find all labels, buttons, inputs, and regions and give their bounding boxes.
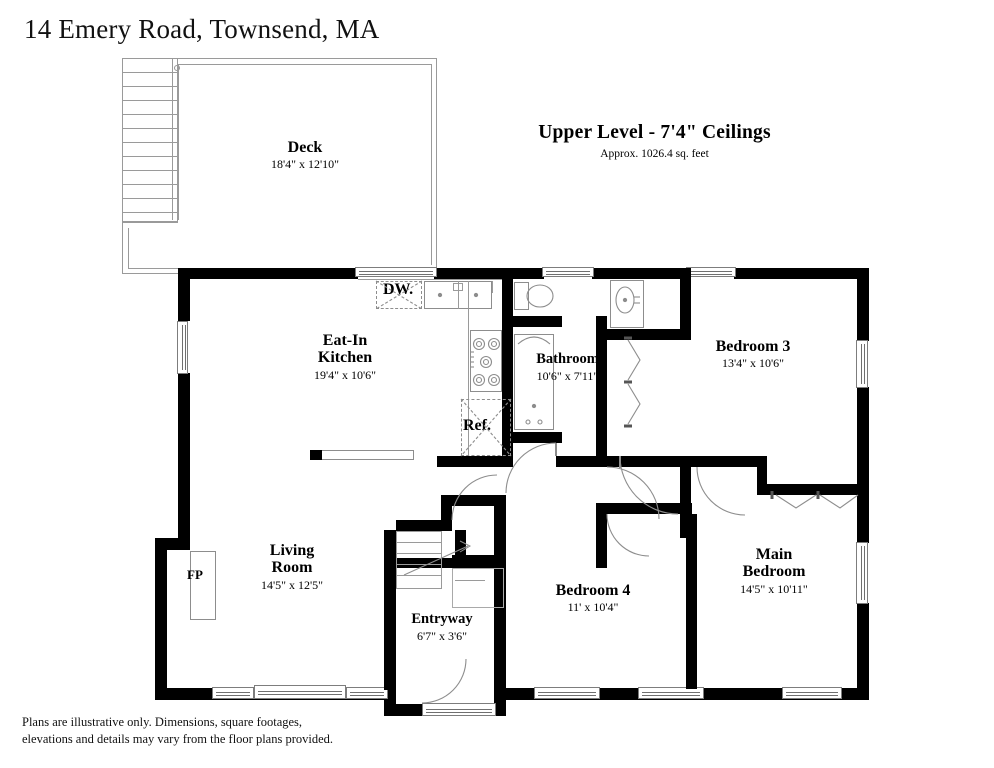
room-dimensions: 13'4" x 10'6" xyxy=(721,356,785,371)
level-heading: Upper Level - 7'4" Ceilings Approx. 1026… xyxy=(522,122,787,160)
room-dimensions: 14'5" x 10'11" xyxy=(740,581,808,596)
counter xyxy=(320,450,414,460)
window xyxy=(782,687,842,699)
window xyxy=(542,267,594,277)
level-subtitle: Approx. 1026.4 sq. feet xyxy=(600,148,709,160)
room-name: Entryway xyxy=(411,611,473,627)
window xyxy=(686,267,736,277)
room-name: Bathroom xyxy=(536,351,599,367)
room-dimensions: 14'5" x 12'5" xyxy=(260,577,324,592)
room-label-bathroom: Bathroom 10'6" x 7'11" xyxy=(505,351,630,383)
refrigerator-label: Ref. xyxy=(463,417,491,434)
room-label-deck: Deck 18'4" x 12'10" xyxy=(241,139,369,171)
stove xyxy=(470,330,502,392)
room-dimensions: 11' x 10'4" xyxy=(567,600,619,615)
window xyxy=(254,685,346,699)
room-name: Bedroom 4 xyxy=(555,582,631,599)
room-dimensions: 18'4" x 12'10" xyxy=(270,157,340,172)
room-dimensions: 6'7" x 3'6" xyxy=(416,628,468,643)
window xyxy=(355,267,437,277)
window xyxy=(177,321,188,374)
room-dimensions: 10'6" x 7'11" xyxy=(536,368,599,383)
level-title: Upper Level - 7'4" Ceilings xyxy=(538,122,771,143)
window xyxy=(212,687,254,699)
toilet-tank xyxy=(514,282,529,310)
disclaimer-line-2: elevations and details may vary from the… xyxy=(22,731,334,746)
dishwasher-label: DW. xyxy=(383,281,414,298)
room-name: Deck xyxy=(287,139,323,156)
room-name-line2: Bedroom xyxy=(742,563,806,581)
room-label-kitchen: Eat-In Kitchen 19'4" x 10'6" xyxy=(280,332,410,381)
room-label-entryway: Entryway 6'7" x 3'6" xyxy=(383,611,501,643)
disclaimer: Plans are illustrative only. Dimensions,… xyxy=(22,714,333,747)
room-name: Living xyxy=(269,542,315,559)
room-dimensions: 19'4" x 10'6" xyxy=(313,367,377,382)
room-label-bedroom-3: Bedroom 3 13'4" x 10'6" xyxy=(688,338,818,370)
fireplace-label: FP xyxy=(187,567,203,582)
room-name-line2: Room xyxy=(271,559,313,577)
entry-door-slab xyxy=(422,703,496,716)
bathtub xyxy=(514,334,554,430)
window xyxy=(856,340,868,388)
room-name: Main xyxy=(755,546,793,563)
window xyxy=(534,687,600,699)
room-label-bedroom-4: Bedroom 4 11' x 10'4" xyxy=(527,582,659,614)
page-title: 14 Emery Road, Townsend, MA xyxy=(24,14,380,44)
window xyxy=(856,542,868,604)
room-name-line2: Kitchen xyxy=(317,349,373,367)
fireplace-hearth xyxy=(190,551,216,620)
vanity xyxy=(610,280,644,328)
room-label-living-room: Living Room 14'5" x 12'5" xyxy=(230,542,354,591)
window xyxy=(346,687,388,699)
room-name: Eat-In xyxy=(322,332,368,349)
room-label-main-bedroom: Main Bedroom 14'5" x 10'11" xyxy=(712,546,836,595)
room-name: Bedroom 3 xyxy=(715,338,791,355)
disclaimer-line-1: Plans are illustrative only. Dimensions,… xyxy=(22,715,303,729)
window xyxy=(638,687,704,699)
